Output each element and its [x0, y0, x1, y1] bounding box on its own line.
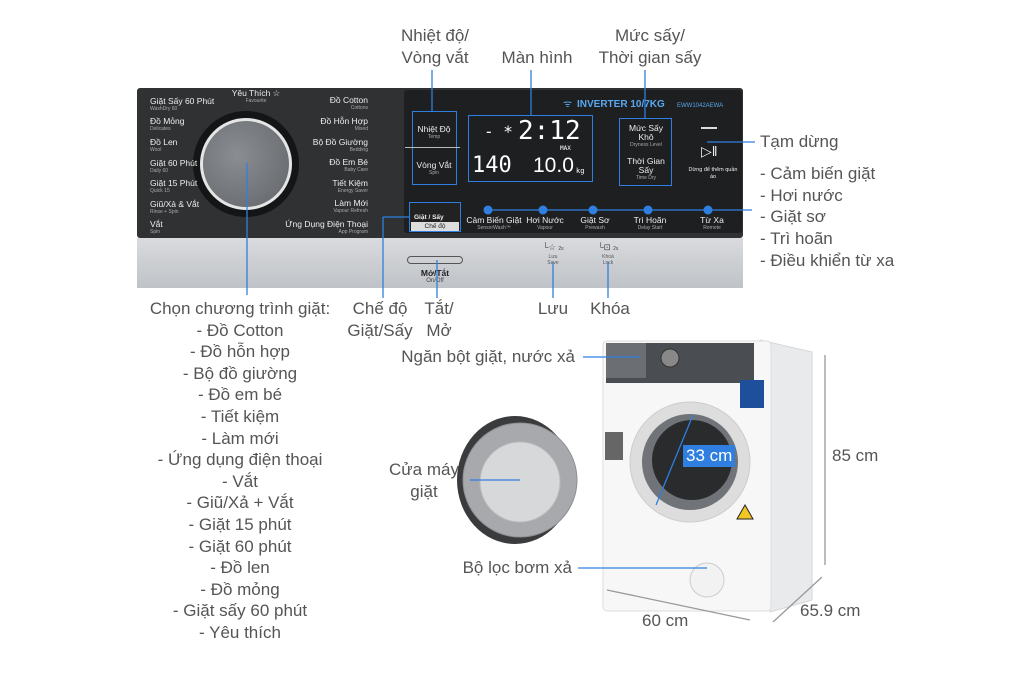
- label-option: - Cảm biến giặt: [760, 164, 876, 183]
- wifi-icon: ᯤ: [563, 99, 573, 110]
- machine-knob: [660, 348, 680, 368]
- warning-icon: [736, 503, 754, 520]
- door-glass: [479, 441, 561, 523]
- label-pause: Tạm dừng: [760, 132, 839, 151]
- detergent-drawer: [606, 343, 646, 378]
- label-option: - Trì hoãn: [760, 229, 833, 248]
- label-save: Lưu: [537, 299, 569, 318]
- display-unit: kg: [576, 167, 585, 175]
- label-screen: Màn hình: [501, 48, 573, 67]
- divider: [405, 147, 460, 148]
- mode-dry: Sấy: [432, 214, 444, 221]
- program-list: Chọn chương trình giặt: - Đồ Cotton- Đồ …: [149, 299, 331, 642]
- play-pause-icon[interactable]: ▷‖: [701, 143, 718, 159]
- minus-icon: [701, 127, 717, 129]
- dry-buttons: [619, 118, 672, 186]
- label-lock: Khóa: [590, 299, 630, 318]
- display-max: MAX: [560, 145, 571, 152]
- label-option: - Hơi nước: [760, 186, 843, 205]
- temp-spin-buttons: [412, 111, 457, 185]
- drum-diameter: 33 cm: [683, 445, 736, 467]
- label-drawer: Ngăn bột giặt, nước xả: [401, 347, 575, 366]
- label-width: 60 cm: [642, 611, 689, 630]
- label-depth: 65.9 cm: [800, 601, 861, 620]
- label-dry: Mức sấy/Thời gian sấy: [598, 26, 702, 67]
- pause-note: Dừng để thêm quần áo: [688, 167, 738, 180]
- display-weight: 10.0: [533, 154, 574, 177]
- label-height: 85 cm: [832, 446, 879, 465]
- label-option: - Giặt sơ: [760, 207, 826, 226]
- power-button[interactable]: [407, 256, 463, 264]
- display-temp: - *: [484, 122, 513, 141]
- label-temp-spin: Nhiệt độ/Vòng vắt: [400, 26, 470, 67]
- label-power: Tắt/Mở: [424, 299, 454, 340]
- display-spin: 140: [472, 153, 512, 178]
- mode-label: Chế độ: [411, 222, 459, 231]
- pump-filter-cover: [689, 562, 725, 598]
- panel-favourite: Yêu Thích ☆Favourite: [231, 88, 281, 105]
- mode-wash: Giặt: [414, 214, 427, 221]
- lcd-screen: [468, 115, 593, 182]
- model: EWW1042AEWA: [677, 103, 724, 109]
- warranty-badge: [740, 380, 764, 408]
- callout-lines: [246, 70, 755, 569]
- display-time: 2:12: [518, 116, 581, 146]
- brand: INVERTER 10/7KG: [577, 99, 665, 110]
- label-option: - Điều khiển từ xa: [760, 251, 895, 270]
- program-knob[interactable]: [200, 118, 292, 210]
- label-filter: Bộ lọc bơm xả: [462, 558, 572, 577]
- dimension-arrows: [606, 355, 826, 623]
- door-hinge: [605, 432, 623, 460]
